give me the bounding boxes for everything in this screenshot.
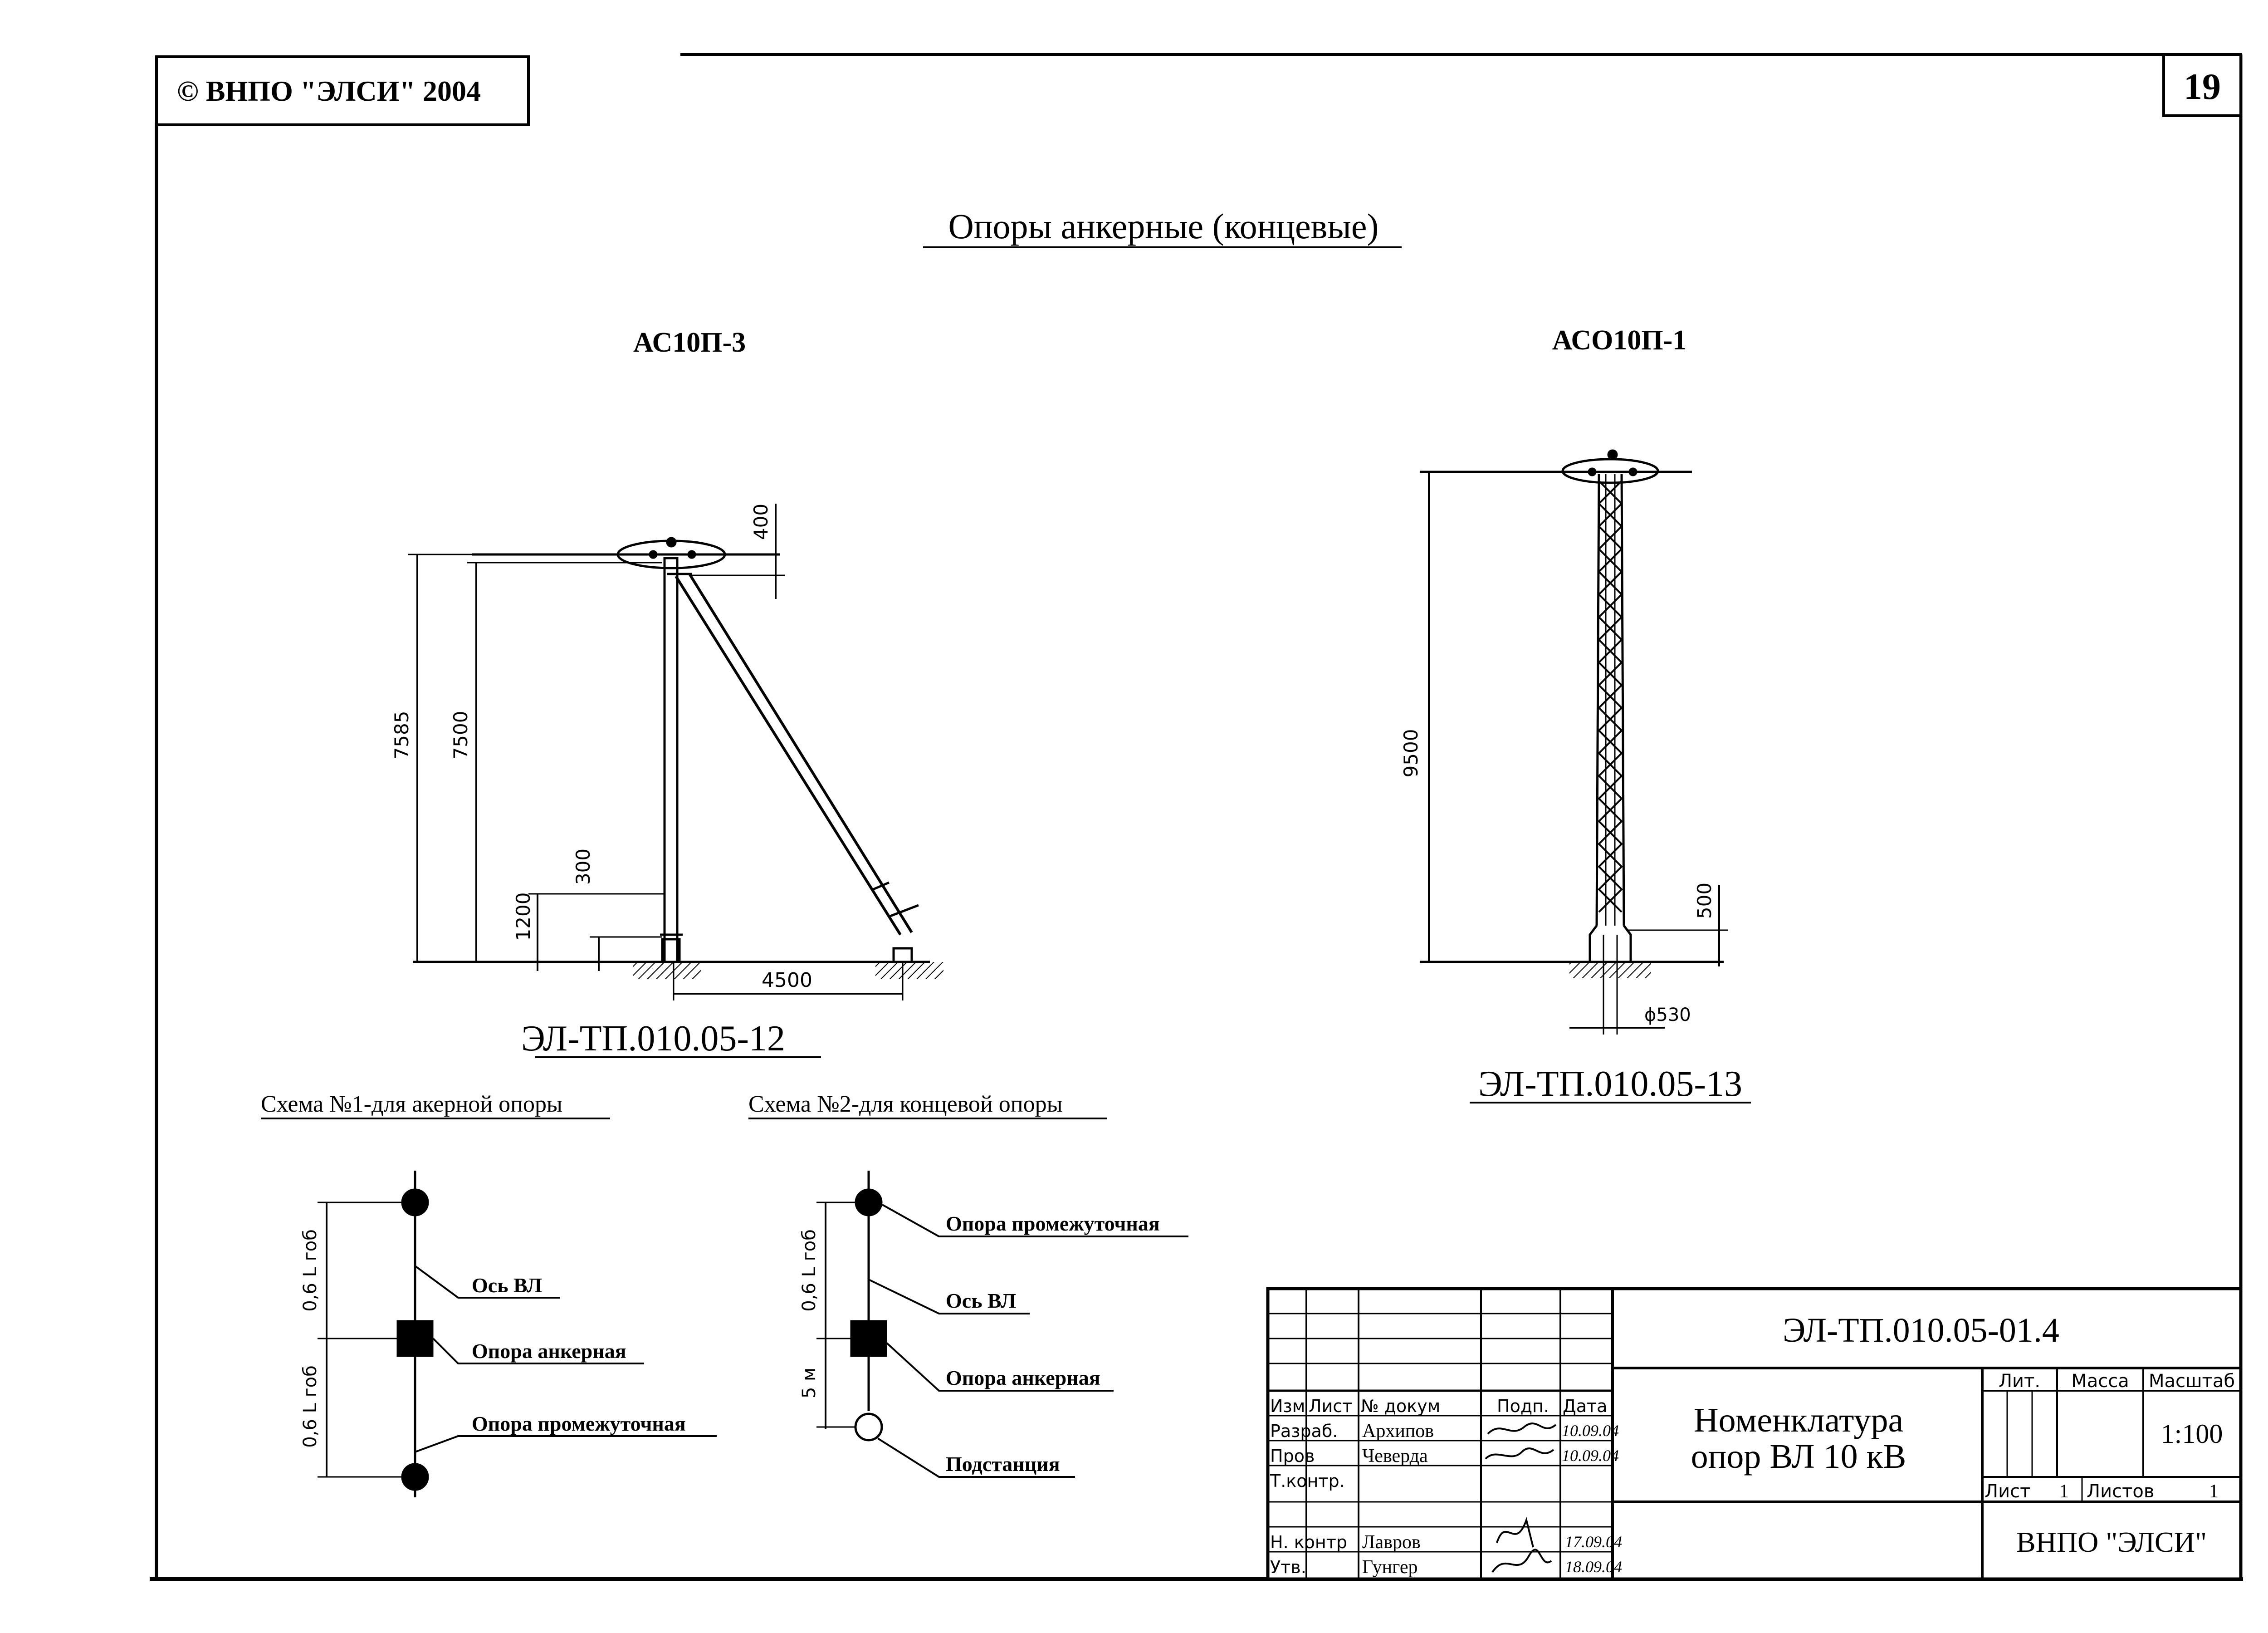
scheme1-labels: 0,6 L гоб 0,6 L гоб Ось ВЛ Опора анкерна… [300,1229,686,1447]
dim-4500: 4500 [762,969,812,992]
date-prov: 10.09.04 [1562,1447,1619,1465]
dim-500: 500 [1693,883,1716,919]
sheets-label: Листов [2087,1481,2154,1502]
scheme1-dim-bottom: 0,6 L гоб [300,1365,321,1447]
title-block-doc-code: ЭЛ-ТП.010.05-01.4 [1783,1311,2059,1349]
dim-7585: 7585 [391,711,413,760]
date-utv: 18.09.04 [1565,1558,1622,1576]
title-block-name-line2: опор ВЛ 10 кВ [1691,1437,1906,1476]
copyright-text: © ВНПО "ЭЛСИ" 2004 [177,75,481,107]
sheets-value: 1 [2209,1481,2219,1502]
drawing-title: Опоры анкерные (концевые) [948,206,1378,246]
scheme2-title: Схема №2-для концевой опоры [748,1091,1063,1117]
title-block-name-line1: Номенклатура [1694,1401,1904,1439]
scheme1-title: Схема №1-для акерной опоры [261,1091,562,1117]
mass-label: Масса [2071,1371,2129,1392]
scheme2-diagram [816,1171,1188,1478]
row-utv: Утв. [1270,1557,1306,1577]
scheme1-label-intermediate: Опора промежуточная [472,1412,686,1435]
dim-300: 300 [572,848,594,885]
dim-1200: 1200 [512,893,534,941]
name-prov: Чеверда [1362,1446,1428,1466]
scheme2-dim-top: 0,6 L гоб [799,1229,820,1311]
dim-400: 400 [750,504,772,540]
scheme2-label-anchor: Опора анкерная [946,1366,1100,1389]
row-nkontr: Н. контр [1270,1532,1347,1552]
scheme2-label-intermediate: Опора промежуточная [946,1212,1160,1235]
scheme2-dim-bottom: 5 м [799,1368,820,1398]
organization: ВНПО "ЭЛСИ" [2016,1526,2207,1558]
name-razrab: Архипов [1362,1421,1434,1442]
row-razrab: Разраб. [1270,1421,1338,1441]
scheme1-dim-top: 0,6 L гоб [300,1229,321,1311]
sheet-label: Лист [1984,1481,2030,1502]
row-tkontr: Т.контр. [1270,1471,1345,1491]
dim-phi530: ϕ530 [1644,1005,1691,1025]
left-support-drawing [408,504,943,1000]
scale-value: 1:100 [2161,1419,2223,1449]
left-support-code: ЭЛ-ТП.010.05-12 [521,1019,785,1059]
scheme2-label-substation: Подстанция [946,1452,1060,1476]
copyright-box: © ВНПО "ЭЛСИ" 2004 [155,55,530,126]
date-nkontr: 17.09.04 [1565,1533,1622,1551]
right-support-label: АСО10П-1 [1552,325,1687,356]
title-block [1266,1287,2243,1581]
scheme2-label-axis: Ось ВЛ [946,1289,1016,1312]
title-block-text: ЭЛ-ТП.010.05-01.4 Номенклатура опор ВЛ 1… [1270,1311,2235,1578]
col-list: Лист [1309,1396,1352,1416]
scale-label: Масштаб [2149,1371,2235,1392]
scheme1-diagram [318,1171,717,1497]
right-support-drawing [1420,449,1728,1035]
col-doc: № докум [1361,1396,1440,1416]
right-support-code: ЭЛ-ТП.010.05-13 [1478,1064,1742,1104]
scheme1-label-axis: Ось ВЛ [472,1274,542,1297]
page-number-box: 19 [2162,53,2242,117]
scheme2-labels: 0,6 L гоб 5 м Опора промежуточная Ось ВЛ… [799,1212,1160,1476]
name-utv: Гунгер [1362,1557,1418,1578]
sheet-value: 1 [2059,1481,2069,1502]
lit-label: Лит. [1999,1371,2040,1392]
col-date: Дата [1563,1396,1607,1416]
date-razrab: 10.09.04 [1562,1422,1619,1440]
right-dimension-labels: 9500 500 ϕ530 [1400,729,1716,1025]
dim-9500: 9500 [1400,729,1422,778]
dim-7500: 7500 [450,711,472,760]
col-sign: Подп. [1497,1396,1549,1416]
row-prov: Пров [1270,1446,1315,1466]
scheme1-label-anchor: Опора анкерная [472,1339,626,1363]
page-number: 19 [2184,66,2221,107]
signature-scribbles [1485,1422,1557,1573]
left-support-label: АС10П-3 [633,327,746,358]
col-izm: Изм [1270,1396,1305,1416]
name-nkontr: Лавров [1362,1532,1421,1553]
left-dimension-labels: 7585 7500 1200 300 400 4500 [391,504,812,992]
